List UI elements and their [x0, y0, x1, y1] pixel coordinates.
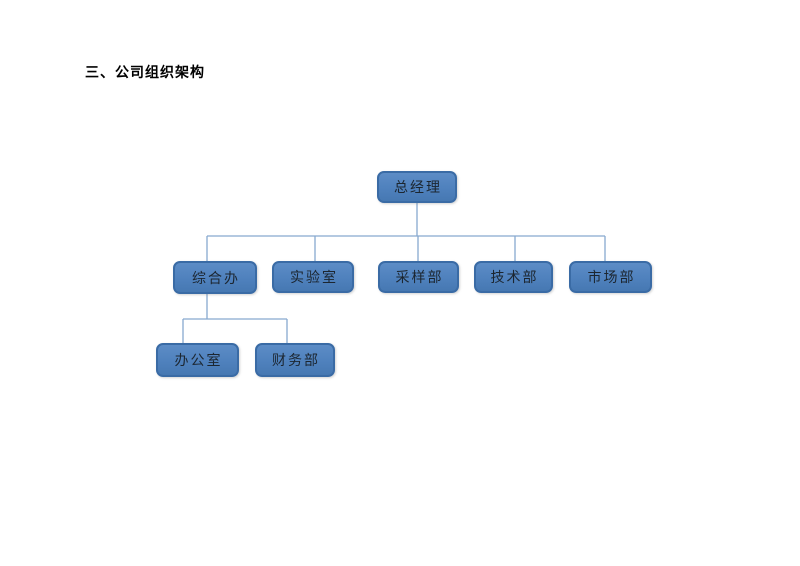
section-heading: 三、公司组织架构 — [85, 66, 205, 81]
org-node-office: 办公室 — [156, 343, 239, 377]
org-node-finance-dept: 财务部 — [255, 343, 335, 377]
org-node-general-office: 综合办 — [173, 261, 257, 294]
org-node-sampling-dept: 采样部 — [378, 261, 459, 293]
org-node-general-manager: 总经理 — [377, 171, 457, 203]
org-node-laboratory: 实验室 — [272, 261, 354, 293]
org-node-technology-dept: 技术部 — [474, 261, 553, 293]
org-node-marketing-dept: 市场部 — [569, 261, 652, 293]
